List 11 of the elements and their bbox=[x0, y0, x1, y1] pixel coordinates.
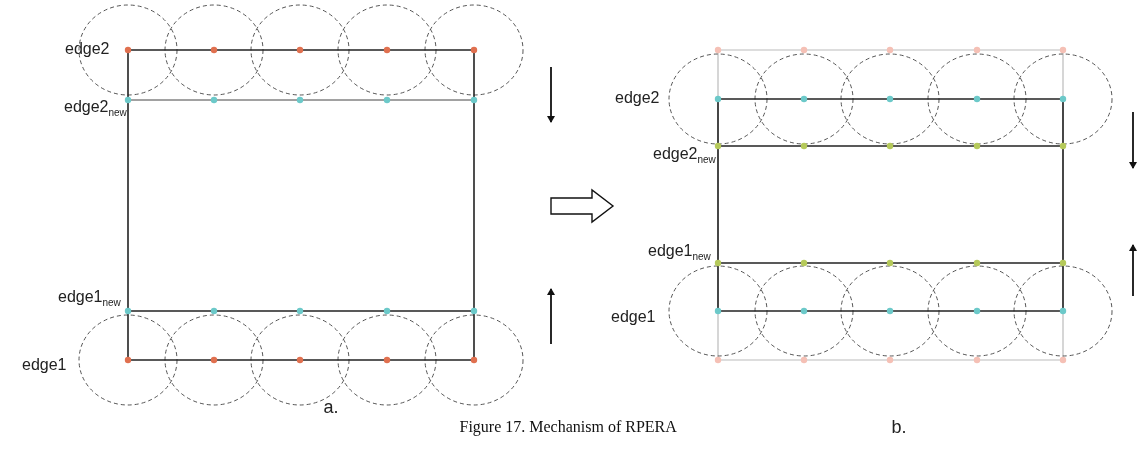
panel-label: b. bbox=[891, 418, 907, 436]
line-name: edge1 bbox=[611, 308, 656, 326]
figure-caption: Figure 17. Mechanism of RPERA bbox=[459, 418, 677, 436]
panel-label: a. bbox=[323, 398, 339, 416]
line-name: edge1$_{new}$ bbox=[58, 288, 121, 311]
line-name: edge2 bbox=[65, 40, 110, 58]
line-name: edge2$_{new}$ bbox=[653, 145, 716, 168]
line-name: edge1$_{new}$ bbox=[648, 242, 711, 265]
line-name: edge1 bbox=[22, 356, 67, 374]
line-name: edge2$_{new}$ bbox=[64, 98, 127, 121]
line-name: edge2 bbox=[615, 89, 660, 107]
